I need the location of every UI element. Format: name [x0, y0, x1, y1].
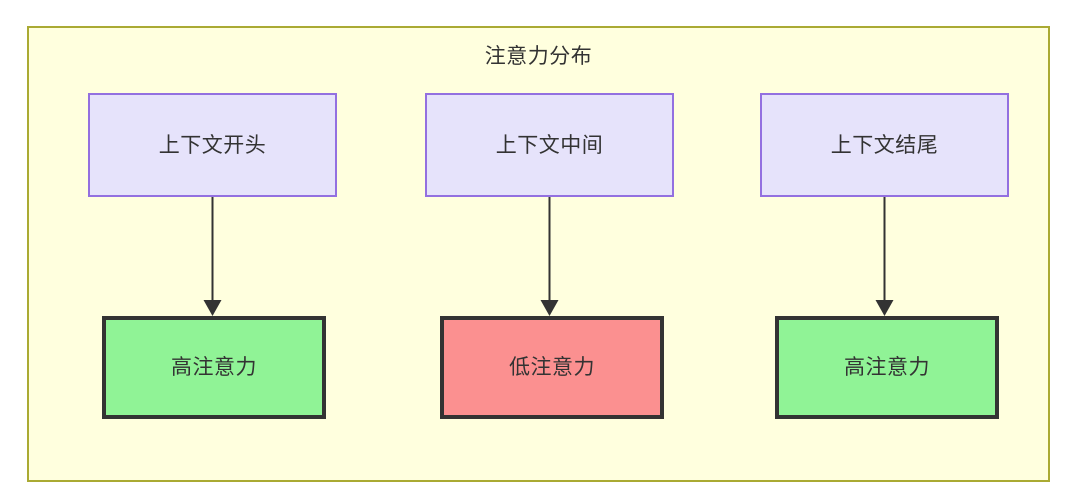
- node-high-attention-end[interactable]: 高注意力: [775, 316, 999, 419]
- node-label: 上下文结尾: [830, 133, 939, 157]
- node-label: 高注意力: [171, 356, 257, 379]
- node-context-middle[interactable]: 上下文中间: [425, 93, 674, 197]
- node-low-attention-middle[interactable]: 低注意力: [440, 316, 664, 419]
- node-label: 上下文中间: [495, 133, 604, 157]
- node-label: 高注意力: [844, 356, 930, 379]
- node-label: 上下文开头: [158, 133, 267, 157]
- diagram-title: 注意力分布: [484, 45, 593, 68]
- node-context-start[interactable]: 上下文开头: [88, 93, 337, 197]
- node-high-attention-start[interactable]: 高注意力: [102, 316, 326, 419]
- node-label: 低注意力: [509, 356, 595, 379]
- node-context-end[interactable]: 上下文结尾: [760, 93, 1009, 197]
